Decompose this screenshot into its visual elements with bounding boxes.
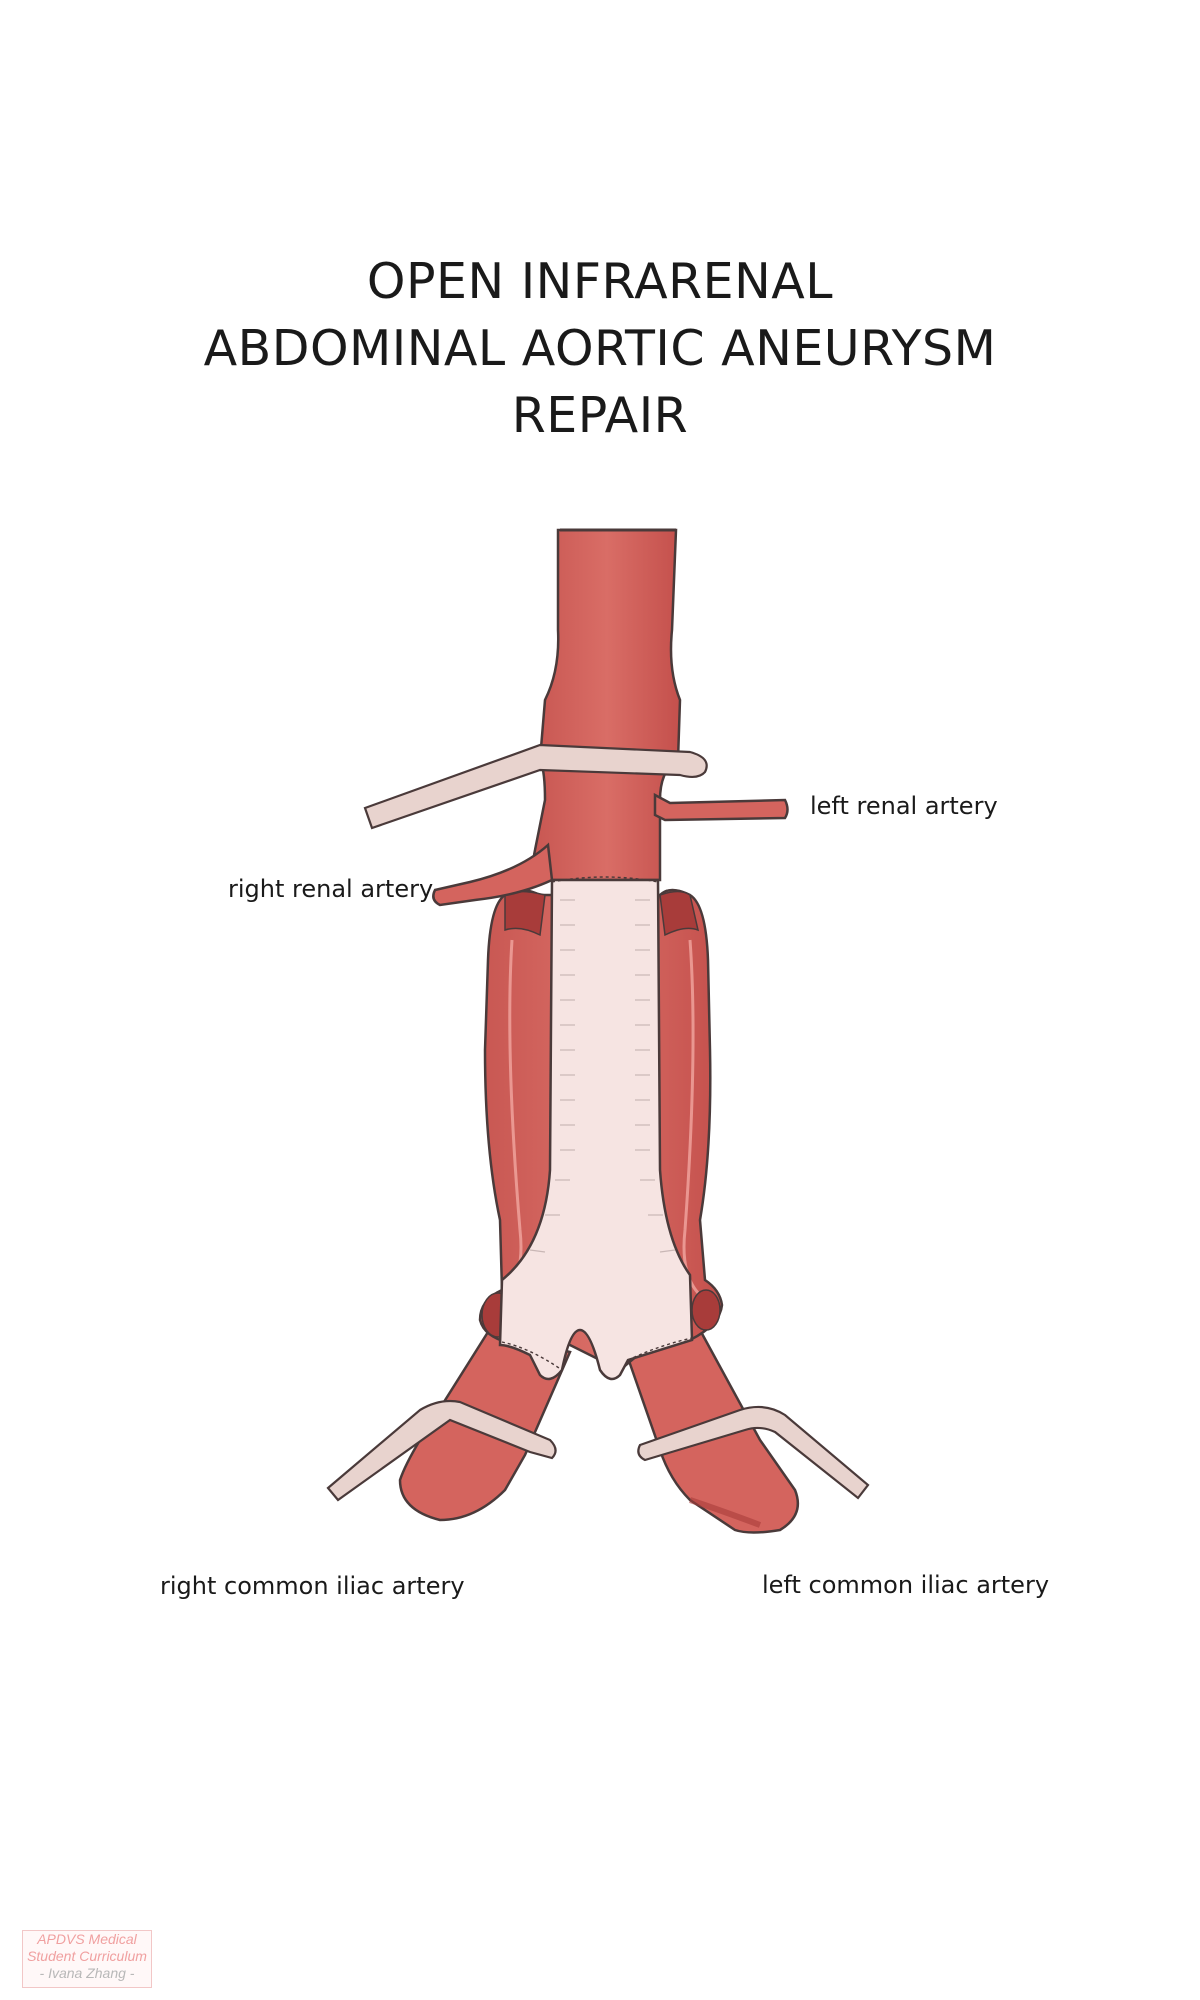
label-left-renal-artery: left renal artery [810,792,998,820]
right-renal-artery [432,842,554,907]
title-line-2: ABDOMINAL AORTIC ANEURYSM [203,320,997,377]
watermark-line-2: Student Curriculum [27,1948,147,1964]
watermark-line-3: - Ivana Zhang - [39,1965,135,1981]
graft-crimp-pattern [529,899,676,1253]
watermark-line-1: APDVS Medical [37,1931,137,1947]
proximal-vessel-loop [363,743,708,830]
label-left-common-iliac-artery: left common iliac artery [762,1571,1050,1599]
bifurcated-graft [498,878,694,1381]
watermark-stamp: APDVS Medical Student Curriculum - Ivana… [22,1930,152,1988]
right-iliac-vessel-loop [326,1399,557,1502]
suture-lines [501,876,693,1371]
proximal-aorta [532,528,682,882]
title-line-1: OPEN INFRARENAL [366,253,834,310]
label-right-common-iliac-artery: right common iliac artery [160,1572,465,1600]
left-renal-artery [653,792,789,822]
label-right-renal-artery: right renal artery [228,875,434,903]
left-iliac-vessel-loop [637,1405,870,1500]
diagram-title: OPEN INFRARENAL ABDOMINAL AORTIC ANEURYS… [0,248,1200,449]
title-line-3: REPAIR [511,387,689,444]
